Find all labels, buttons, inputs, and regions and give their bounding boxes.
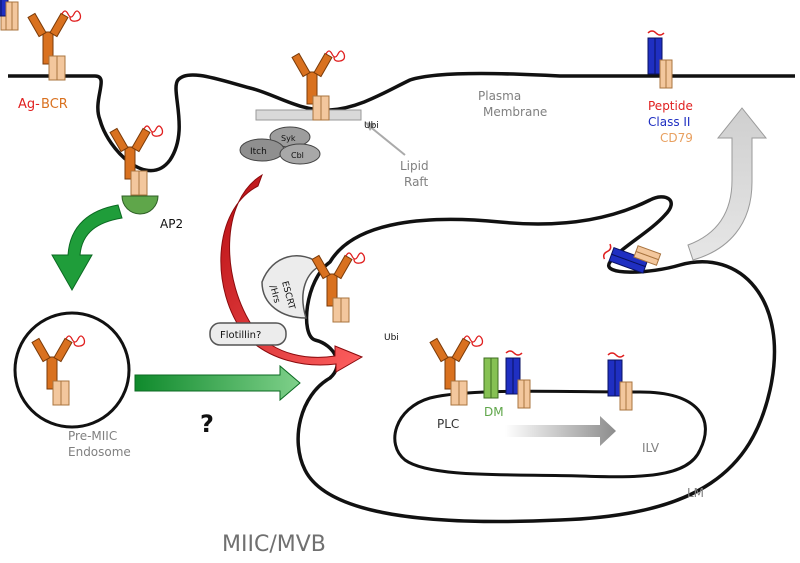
ubi-mid-label: Ubi bbox=[384, 333, 399, 343]
hrs-label: /Hrs bbox=[267, 284, 281, 304]
plasma-membrane bbox=[8, 71, 795, 173]
plasma-label-1: Plasma bbox=[478, 89, 521, 103]
pre-miic-label: Pre-MIIC bbox=[68, 429, 117, 443]
red-curved-arrow bbox=[220, 173, 364, 373]
green-straight-arrow bbox=[134, 364, 301, 402]
escrt-hrs-crescent bbox=[261, 255, 324, 319]
miic-mvb-label: MIIC/MVB bbox=[222, 532, 326, 557]
ubi-top-label: Ubi bbox=[364, 121, 379, 131]
cbl-label: Cbl bbox=[291, 151, 304, 160]
ilv-label: ILV bbox=[642, 441, 660, 455]
mhc-plc bbox=[505, 350, 531, 409]
lipid-raft-pointer bbox=[367, 124, 406, 156]
flotillin-label: Flotillin? bbox=[220, 330, 261, 341]
itch-label: Itch bbox=[250, 147, 267, 157]
mhc-exiting bbox=[602, 243, 662, 274]
plasma-label-2: Membrane bbox=[483, 105, 547, 119]
bcr-pit bbox=[109, 125, 164, 196]
mhc-class-ii-glyph bbox=[0, 0, 19, 31]
question-mark: ? bbox=[200, 410, 214, 438]
miic-mvb-membrane bbox=[296, 195, 777, 524]
flotillin-box bbox=[209, 322, 287, 346]
syk-label: Syk bbox=[281, 134, 296, 143]
cd79-label: CD79 bbox=[660, 131, 693, 145]
bcr-ubi bbox=[311, 252, 366, 323]
gray-ilv-arrow bbox=[505, 416, 616, 446]
lm-label: LM bbox=[687, 486, 704, 500]
dm-label: DM bbox=[484, 405, 504, 419]
ap2-label: AP2 bbox=[160, 217, 183, 231]
peptide-label: Peptide bbox=[648, 99, 693, 113]
gray-up-arrow bbox=[687, 107, 768, 261]
raft-label: Raft bbox=[404, 175, 428, 189]
bcr-label: BCR bbox=[41, 97, 68, 112]
ilv-membrane bbox=[393, 389, 707, 479]
mhc-ilv bbox=[607, 352, 633, 411]
class-ii-label: Class II bbox=[648, 115, 690, 129]
plc-label: PLC bbox=[437, 417, 459, 431]
dm-molecule bbox=[483, 357, 499, 399]
green-curved-arrow bbox=[51, 204, 123, 292]
cbl-blob bbox=[279, 143, 321, 165]
bcr-endosome bbox=[31, 335, 86, 406]
endosome-label: Endosome bbox=[68, 445, 131, 459]
ag-label: Ag- bbox=[18, 97, 40, 112]
lipid-raft bbox=[255, 109, 362, 121]
bcr-plc bbox=[429, 335, 484, 406]
lipid-label: Lipid bbox=[400, 159, 429, 173]
bcr-surface-1 bbox=[27, 10, 82, 81]
mhc-surface bbox=[647, 30, 673, 89]
pre-miic-endosome bbox=[13, 311, 131, 429]
ap2-complex bbox=[121, 195, 159, 215]
